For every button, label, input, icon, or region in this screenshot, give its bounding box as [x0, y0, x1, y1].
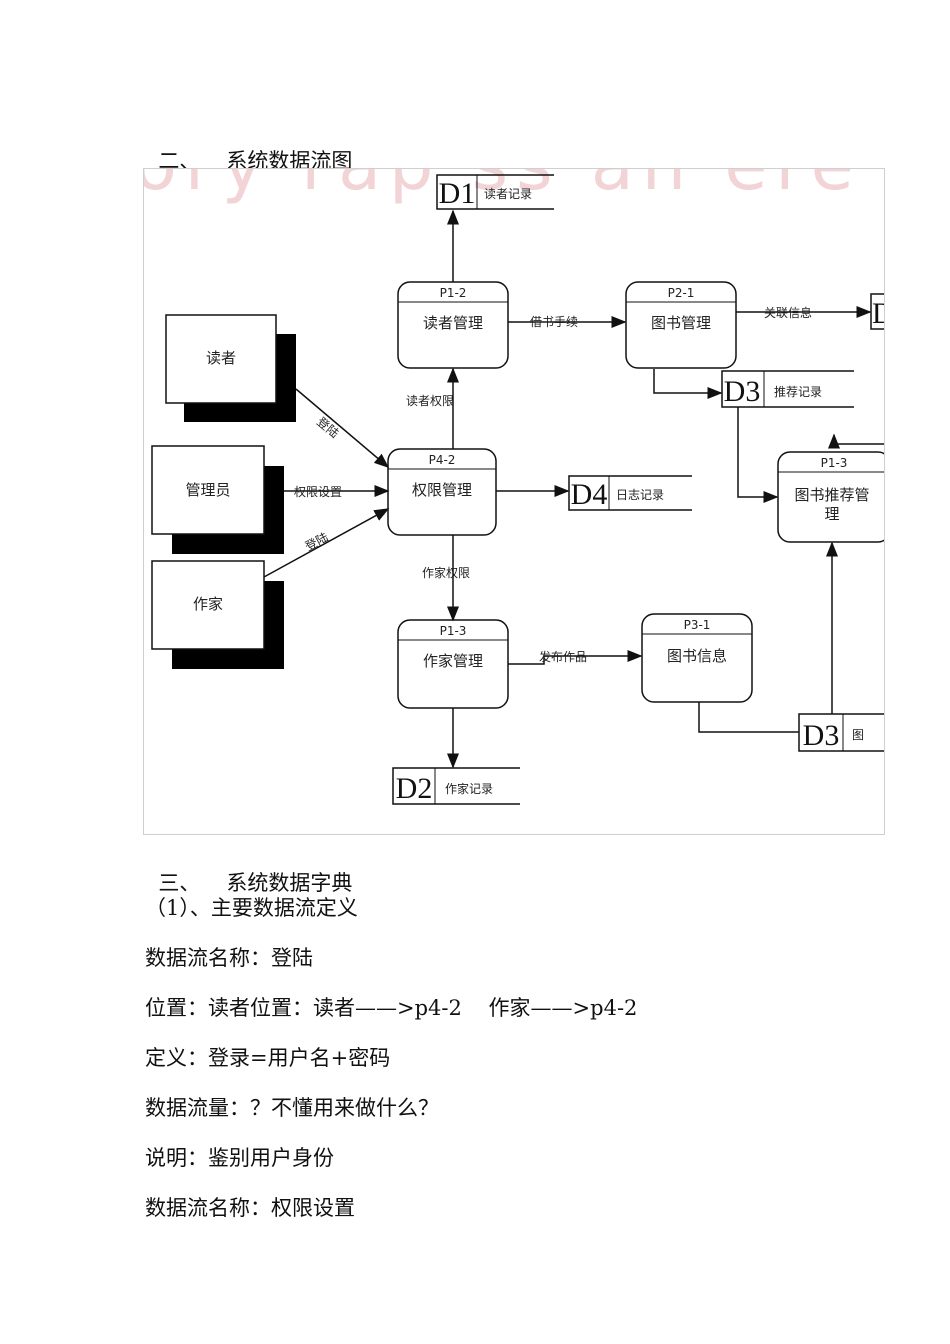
- flow-label-reader-perm: 读者权限: [406, 394, 454, 408]
- flow-label-perm-setting: 权限设置: [294, 485, 342, 499]
- process-id: P4-2: [429, 453, 456, 467]
- flow-label-author-perm: 作家权限: [422, 565, 470, 580]
- store-d1: D1 读者记录: [436, 174, 554, 210]
- flow-to-d3-books: [698, 702, 799, 733]
- store-name: 图: [852, 728, 864, 742]
- process-p4-2: P4-2 权限管理: [387, 448, 497, 536]
- entity-author-label: 作家: [193, 595, 223, 613]
- flow-author-login: [263, 508, 390, 578]
- process-recommend: P1-3 图书推荐管 理: [777, 451, 884, 543]
- process-p3-1: P3-1 图书信息: [641, 613, 753, 703]
- process-id: P2-1: [668, 286, 695, 300]
- store-name: 推荐记录: [774, 385, 822, 399]
- store-d4: D4 日志记录: [568, 475, 692, 511]
- process-name: 图书管理: [651, 314, 711, 332]
- flow-d3-to-recommend: [737, 407, 779, 503]
- store-id: D4: [571, 478, 608, 511]
- section-3-heading: 三、系统数据字典: [145, 846, 352, 896]
- process-id: P3-1: [684, 618, 711, 632]
- process-id: P1-2: [440, 286, 467, 300]
- dict-line: 数据流名称：权限设置: [145, 1196, 355, 1220]
- section-title: 系统数据字典: [226, 871, 353, 896]
- store-id: D2: [396, 772, 433, 805]
- store-d-top: D: [870, 293, 884, 330]
- flow-label-login-reader: 登陆: [314, 414, 342, 441]
- dict-line: 位置：读者位置：读者——>p4-2 作家——>p4-2: [145, 996, 638, 1020]
- store-d3-recommend: D3 推荐记录: [721, 370, 854, 408]
- store-id: D1: [439, 177, 476, 210]
- section-number: 三、: [158, 871, 201, 896]
- store-id: D3: [724, 375, 761, 408]
- store-name: 日志记录: [616, 488, 664, 502]
- flow-publish: [508, 650, 643, 665]
- flow-label-publish: 发布作品: [539, 649, 587, 664]
- process-p1-3: P1-3 作家管理: [397, 619, 509, 709]
- section-2-heading: 二、系统数据流图: [145, 124, 352, 174]
- store-name: 作家记录: [445, 781, 493, 796]
- process-name-line2: 理: [824, 505, 839, 523]
- store-d3-books: D3 图: [798, 713, 884, 752]
- entity-admin-label: 管理员: [185, 481, 230, 499]
- process-p2-1: P2-1 图书管理: [625, 281, 737, 369]
- process-name: 读者管理: [423, 314, 483, 332]
- store-d2: D2 作家记录: [392, 767, 520, 805]
- process-name: 权限管理: [412, 481, 472, 499]
- dict-line: 定义：登录=用户名+密码: [145, 1046, 391, 1070]
- process-id: P1-3: [821, 456, 848, 470]
- process-name-line1: 图书推荐管: [794, 486, 869, 504]
- process-p1-2: P1-2 读者管理: [397, 281, 509, 369]
- entity-author: 作家: [151, 560, 284, 669]
- subsection-heading: （1）、主要数据流定义: [145, 896, 358, 920]
- flow-label-borrow: 借书手续: [530, 315, 578, 329]
- entity-reader-label: 读者: [206, 349, 236, 367]
- dict-line: 数据流量：？不懂用来做什么？: [145, 1096, 439, 1120]
- flow-to-d3-recommend: [653, 369, 723, 399]
- process-id: P1-3: [440, 624, 467, 638]
- process-name: 图书信息: [667, 647, 727, 665]
- flow-label-return: 关联信息: [764, 305, 812, 320]
- flow-label-login-author: 登陆: [302, 529, 330, 554]
- data-flow-diagram: ory rap ss an ere 读者 管理员 作家 P4-2 权限管理: [143, 168, 885, 835]
- flow-reader-login: [295, 388, 390, 468]
- entity-admin: 管理员: [151, 445, 284, 554]
- dict-line: 说明：鉴别用户身份: [145, 1146, 334, 1170]
- flow-into-recommend-top: [828, 433, 884, 449]
- store-name: 读者记录: [484, 187, 532, 201]
- process-name: 作家管理: [423, 652, 483, 670]
- diagram-canvas: ory rap ss an ere 读者 管理员 作家 P4-2 权限管理: [144, 169, 884, 805]
- dict-line: 数据流名称：登陆: [145, 946, 313, 970]
- store-id: D: [872, 297, 884, 330]
- entity-reader: 读者: [165, 314, 296, 422]
- store-id: D3: [803, 719, 840, 752]
